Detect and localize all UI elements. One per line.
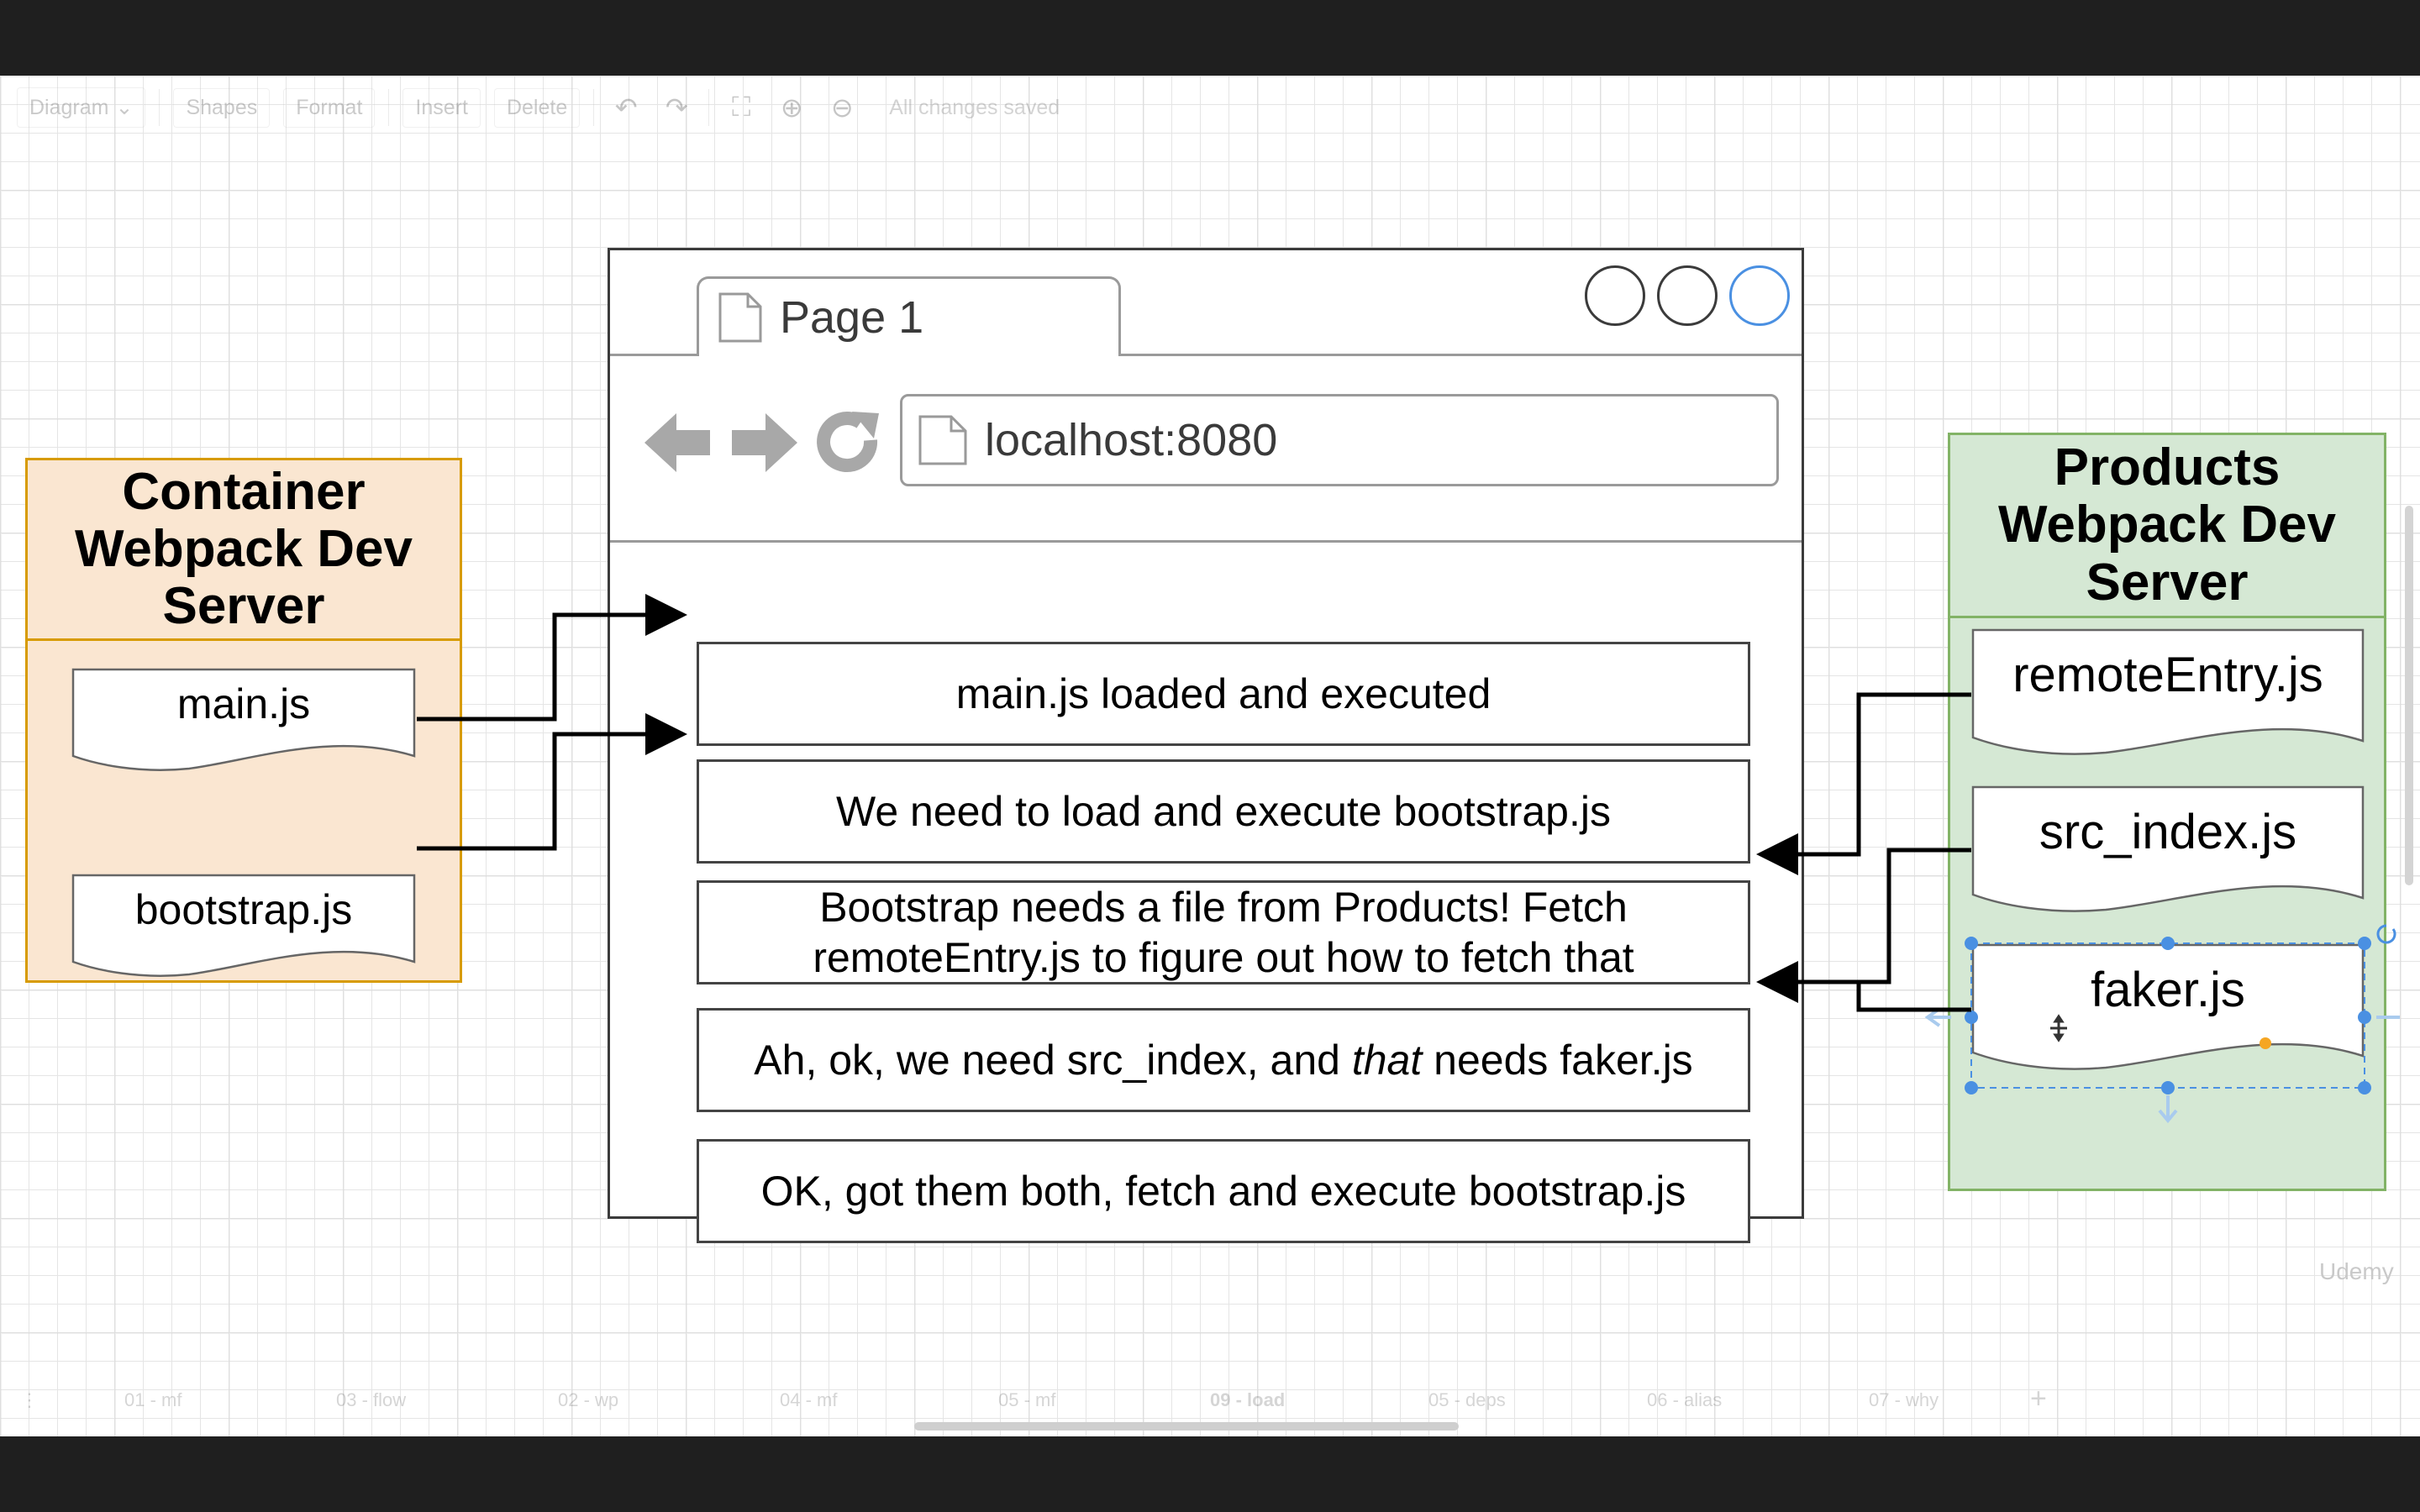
page-tab[interactable]: 05 - deps [1428,1389,1506,1410]
step-box-2[interactable]: We need to load and execute bootstrap.js [697,759,1750,864]
container-panel-header: Container Webpack Dev Server [28,460,460,641]
nav-divider [610,540,1802,543]
step-box-1[interactable]: main.js loaded and executed [697,642,1750,746]
zoom-out-icon[interactable]: ⊖ [830,92,854,123]
window-circle-button[interactable] [1657,265,1718,326]
container-panel-title: Container Webpack Dev Server [74,462,413,636]
udemy-watermark: Udemy [2319,1258,2394,1284]
diagram-menu-button[interactable]: Diagram ⌄ [17,87,146,128]
resize-handle[interactable] [2161,937,2175,950]
delete-button[interactable]: Delete [493,87,581,128]
insert-button[interactable]: Insert [402,87,481,128]
page-tab-active[interactable]: 09 - load [1210,1389,1286,1410]
forward-arrow-icon[interactable] [729,407,801,479]
step-text: Bootstrap needs a file from Products! Fe… [813,884,1634,981]
format-button[interactable]: Format [283,87,376,128]
move-cursor-icon [2050,1014,2067,1042]
zoom-in-icon[interactable]: ⊕ [780,92,803,123]
document-shape [1971,785,2365,912]
page-tab[interactable]: 05 - mf [998,1389,1056,1410]
resize-handle[interactable] [2358,937,2371,950]
page-tab[interactable]: 07 - why [1869,1389,1939,1410]
browser-tab[interactable]: Page 1 [697,276,1121,356]
resize-handles [1965,937,2371,1095]
resize-handle[interactable] [2161,1081,2175,1095]
toolbar-divider [388,89,390,126]
resize-handle[interactable] [1965,1011,1978,1024]
url-bar[interactable]: localhost:8080 [900,394,1779,486]
resize-handle[interactable] [2358,1081,2371,1095]
file-label: faker.js [2091,963,2245,1017]
diagram-editor: Diagram ⌄ Shapes Format Insert Delete ↶ … [0,76,2420,1436]
vertical-scrollbar[interactable] [2405,506,2413,885]
page-tab[interactable]: 01 - mf [124,1389,182,1410]
step-text: OK, got them both, fetch and execute boo… [760,1168,1686,1215]
step-box-3[interactable]: Bootstrap needs a file from Products! Fe… [697,880,1750,984]
page-tab[interactable]: 02 - wp [558,1389,619,1410]
step-text: We need to load and execute bootstrap.js [836,788,1611,835]
refresh-icon[interactable] [812,407,884,479]
step-text: Ah, ok, we need src_index, and that need… [754,1037,1693,1084]
toolbar-divider [159,89,160,126]
window-circle-button[interactable] [1585,265,1645,326]
document-shape [1971,628,2365,755]
redo-icon[interactable]: ↷ [665,92,688,123]
rotate-icon[interactable] [2376,924,2396,944]
page-tab[interactable]: 03 - flow [336,1389,407,1410]
resize-handle[interactable] [1965,1081,1978,1095]
file-bootstrap-js[interactable]: bootstrap.js [71,874,416,977]
shapes-button[interactable]: Shapes [173,87,271,128]
resize-handle[interactable] [1965,937,1978,950]
url-text: localhost:8080 [985,415,1278,465]
tab-divider [610,354,1802,356]
horizontal-scrollbar[interactable] [914,1422,1459,1431]
toolbar-divider [593,89,595,126]
connect-arrow-down-icon[interactable] [2158,1095,2178,1124]
save-status: All changes saved [889,95,1060,119]
file-label: main.js [176,680,311,727]
file-remote-entry-js[interactable]: remoteEntry.js [1971,628,2365,756]
document-shape [71,668,416,771]
step-box-4[interactable]: Ah, ok, we need src_index, and that need… [697,1008,1750,1112]
page-tabs-bar: ⋮ 01 - mf 03 - flow 02 - wp 04 - mf 05 -… [0,1379,2420,1430]
resize-handle[interactable] [2358,1011,2371,1024]
file-label: src_index.js [2039,805,2297,859]
page-icon [718,292,762,343]
diagram-menu-label: Diagram [29,95,109,119]
window-circle-button-selected[interactable] [1729,265,1790,326]
browser-window-shape[interactable]: Page 1 localhost:8080 main.js loaded and… [608,248,1804,1243]
undo-icon[interactable]: ↶ [614,92,638,123]
document-shape [71,874,416,977]
fullscreen-icon[interactable]: ⛶ [732,92,751,122]
file-src-index-js[interactable]: src_index.js [1971,785,2365,913]
file-label: remoteEntry.js [2012,648,2323,702]
toolbar: Diagram ⌄ Shapes Format Insert Delete ↶ … [0,76,2420,139]
file-label: bootstrap.js [134,886,353,933]
step-text: main.js loaded and executed [955,670,1491,717]
products-panel-title: Products Webpack Dev Server [1997,438,2337,612]
pages-menu-icon[interactable]: ⋮ [20,1389,39,1410]
tab-label: Page 1 [780,292,924,343]
page-tab[interactable]: 06 - alias [1647,1389,1723,1410]
chevron-down-icon: ⌄ [115,96,134,119]
back-arrow-icon[interactable] [641,407,713,479]
toolbar-divider [708,89,710,126]
file-main-js[interactable]: main.js [71,668,416,771]
products-panel-header: Products Webpack Dev Server [1950,435,2384,618]
page-tab[interactable]: 04 - mf [780,1389,838,1410]
add-page-icon[interactable]: + [2030,1383,2047,1415]
shape-adjust-handle[interactable] [2260,1037,2271,1049]
page-icon [918,415,967,465]
selection-overlay [1924,924,2400,1124]
step-box-5[interactable]: OK, got them both, fetch and execute boo… [697,1139,1750,1243]
